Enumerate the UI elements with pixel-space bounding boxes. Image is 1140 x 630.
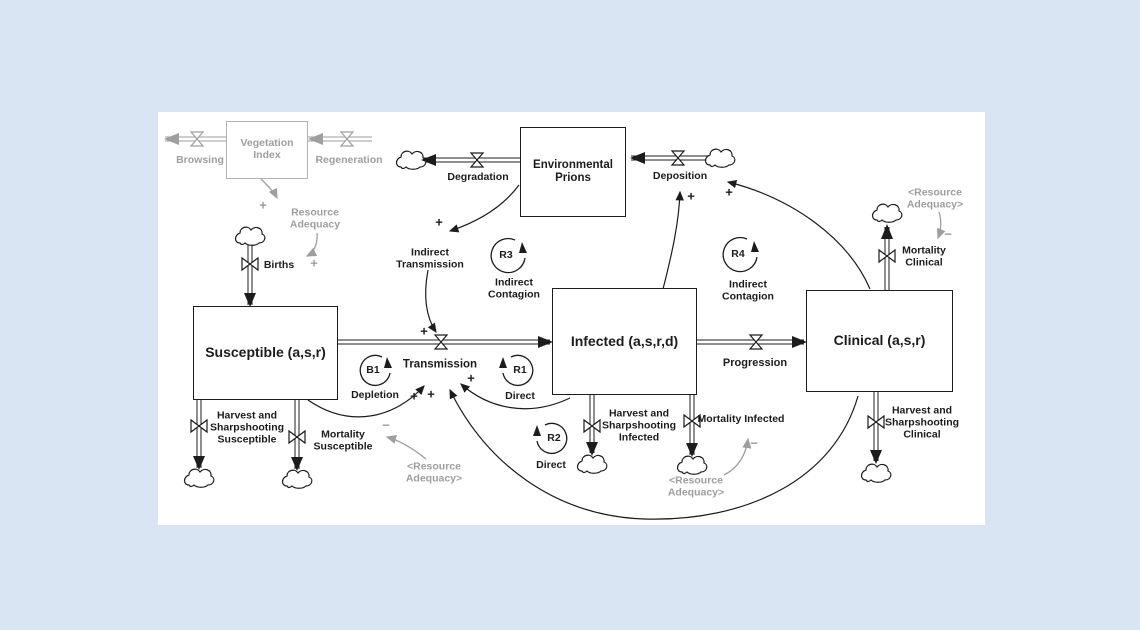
link-resource-adequacy-to-mortality-clinical bbox=[936, 211, 946, 240]
sign-plus: + bbox=[410, 388, 418, 404]
sign-plus: + bbox=[467, 370, 475, 386]
flow-label-deposition: Deposition bbox=[652, 170, 708, 183]
loop-id-b1: B1 bbox=[366, 364, 380, 376]
valve-icon bbox=[583, 418, 601, 434]
flow-label-mortality-susceptible: Mortality Susceptible bbox=[313, 428, 373, 452]
link-prions-to-indirect-transmission bbox=[448, 184, 520, 233]
sign-plus: + bbox=[420, 323, 428, 339]
aux-resource-adequacy-shadow-mid: <Resource Adequacy> bbox=[667, 474, 725, 498]
link-clinical-to-transmission bbox=[449, 388, 859, 520]
link-vegetation-to-resource-adequacy bbox=[260, 178, 278, 200]
valve-icon bbox=[190, 418, 208, 434]
loop-label-b1: Depletion bbox=[351, 389, 399, 402]
cloud-icon bbox=[234, 226, 266, 246]
loop-label-r3: Indirect Contagion bbox=[488, 276, 540, 300]
cloud-icon bbox=[860, 463, 892, 483]
loop-b1-circle bbox=[359, 354, 391, 387]
cloud-icon bbox=[395, 150, 427, 170]
sign-plus: + bbox=[725, 184, 733, 200]
valve-icon bbox=[867, 414, 885, 430]
flow-label-progression: Progression bbox=[722, 356, 788, 369]
valve-icon bbox=[748, 334, 764, 350]
flow-label-transmission: Transmission bbox=[402, 358, 478, 371]
flow-label-regeneration: Regeneration bbox=[315, 154, 383, 167]
loop-r2-circle bbox=[536, 422, 568, 455]
link-resource-adequacy-to-births bbox=[305, 232, 318, 257]
valve-icon bbox=[469, 152, 485, 168]
sign-plus: + bbox=[427, 386, 435, 402]
flow-label-harvest-infected: Harvest and Sharpshooting Infected bbox=[601, 407, 677, 443]
cloud-icon bbox=[704, 148, 736, 168]
flow-label-mortality-clinical: Mortality Clinical bbox=[902, 244, 946, 268]
loop-markers bbox=[359, 236, 759, 455]
valve-icon bbox=[878, 248, 896, 264]
loop-id-r3: R3 bbox=[499, 249, 513, 261]
valve-icon bbox=[433, 334, 449, 350]
flow-label-harvest-susceptible: Harvest and Sharpshooting Susceptible bbox=[209, 409, 285, 445]
sign-minus: − bbox=[944, 226, 952, 242]
sign-plus: + bbox=[310, 255, 318, 271]
aux-resource-adequacy-shadow-left: <Resource Adequacy> bbox=[405, 460, 463, 484]
loop-r4-circle bbox=[722, 236, 758, 273]
valve-icon bbox=[339, 131, 355, 147]
cloud-icon bbox=[281, 469, 313, 489]
cloud-icon bbox=[576, 454, 608, 474]
loop-label-r1: Direct bbox=[505, 390, 535, 403]
sign-minus: − bbox=[750, 435, 758, 451]
diagram-canvas: Vegetation Index Environmental Prions Su… bbox=[158, 112, 985, 525]
flow-label-births: Births bbox=[263, 259, 295, 272]
sign-plus: + bbox=[259, 197, 267, 213]
valve-icon bbox=[670, 150, 686, 166]
cloud-icon bbox=[871, 203, 903, 223]
flow-arrowheads bbox=[164, 133, 893, 471]
loop-id-r2: R2 bbox=[547, 432, 561, 444]
flow-label-degradation: Degradation bbox=[447, 171, 509, 184]
valve-icon bbox=[288, 429, 306, 445]
valve-icon bbox=[683, 413, 701, 429]
stock-environmental-prions: Environmental Prions bbox=[520, 127, 626, 217]
sign-minus: − bbox=[382, 417, 390, 433]
stock-vegetation-index: Vegetation Index bbox=[226, 121, 308, 179]
link-susceptible-to-transmission bbox=[307, 385, 425, 418]
valves bbox=[189, 131, 896, 445]
valve-icon bbox=[189, 131, 205, 147]
loop-label-r4: Indirect Contagion bbox=[722, 278, 774, 302]
causal-links bbox=[260, 178, 946, 520]
loop-id-r1: R1 bbox=[513, 364, 527, 376]
loop-r1-circle bbox=[502, 354, 534, 387]
loop-r3-circle bbox=[490, 237, 526, 274]
flow-label-harvest-clinical: Harvest and Sharpshooting Clinical bbox=[884, 404, 960, 440]
sign-plus: + bbox=[435, 214, 443, 230]
stock-susceptible: Susceptible (a,s,r) bbox=[193, 306, 338, 400]
link-infected-to-transmission bbox=[460, 383, 571, 410]
flow-label-mortality-infected: Mortality Infected bbox=[697, 413, 785, 426]
stock-infected: Infected (a,s,r,d) bbox=[552, 288, 697, 395]
link-resource-adequacy-to-mortality-susceptible bbox=[385, 435, 427, 460]
cloud-icon bbox=[676, 455, 708, 475]
link-resource-adequacy-to-mortality-infected bbox=[723, 437, 752, 476]
loop-label-r2: Direct bbox=[536, 459, 566, 472]
link-clinical-to-deposition bbox=[726, 179, 871, 290]
link-indirect-transmission-to-transmission bbox=[425, 269, 437, 333]
stock-clinical: Clinical (a,s,r) bbox=[806, 290, 953, 392]
flow-label-browsing: Browsing bbox=[176, 154, 224, 167]
loop-id-r4: R4 bbox=[731, 248, 745, 260]
link-infected-to-deposition bbox=[662, 190, 684, 290]
cloud-icon bbox=[183, 468, 215, 488]
aux-indirect-transmission: Indirect Transmission bbox=[396, 246, 464, 270]
aux-resource-adequacy: Resource Adequacy bbox=[289, 206, 341, 230]
diagram-graphics bbox=[164, 131, 946, 520]
valve-icon bbox=[241, 256, 259, 272]
aux-resource-adequacy-shadow-top: <Resource Adequacy> bbox=[906, 186, 964, 210]
sign-plus: + bbox=[687, 188, 695, 204]
